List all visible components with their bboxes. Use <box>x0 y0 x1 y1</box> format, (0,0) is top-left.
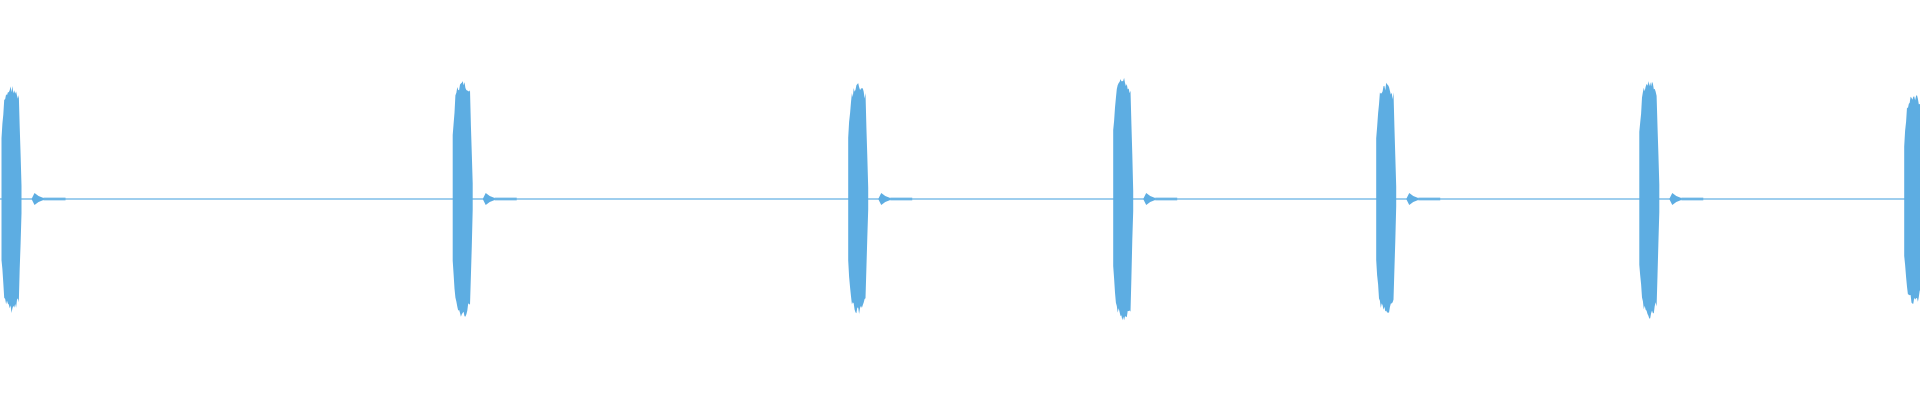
waveform-echo <box>31 193 44 205</box>
waveform-burst <box>1113 77 1134 321</box>
waveform-burst <box>1639 81 1660 319</box>
waveform-echo <box>1669 193 1682 205</box>
waveform-ripple <box>890 197 913 201</box>
waveform-ripple <box>1418 197 1441 201</box>
waveform-baseline <box>0 198 1920 200</box>
waveform-burst <box>1 86 22 313</box>
waveform-burst <box>1904 95 1920 304</box>
waveform-echo <box>878 193 891 205</box>
waveform-ripple <box>494 197 517 201</box>
waveform-burst <box>1376 82 1397 313</box>
waveform-ripple <box>1681 197 1704 201</box>
waveform-echo <box>482 193 495 205</box>
waveform-burst <box>452 81 473 317</box>
waveform-echo <box>1406 193 1419 205</box>
waveform-burst <box>848 83 869 314</box>
waveform-ripple <box>1155 197 1178 201</box>
waveform-echo <box>1143 193 1156 205</box>
waveform-ripple <box>43 197 66 201</box>
